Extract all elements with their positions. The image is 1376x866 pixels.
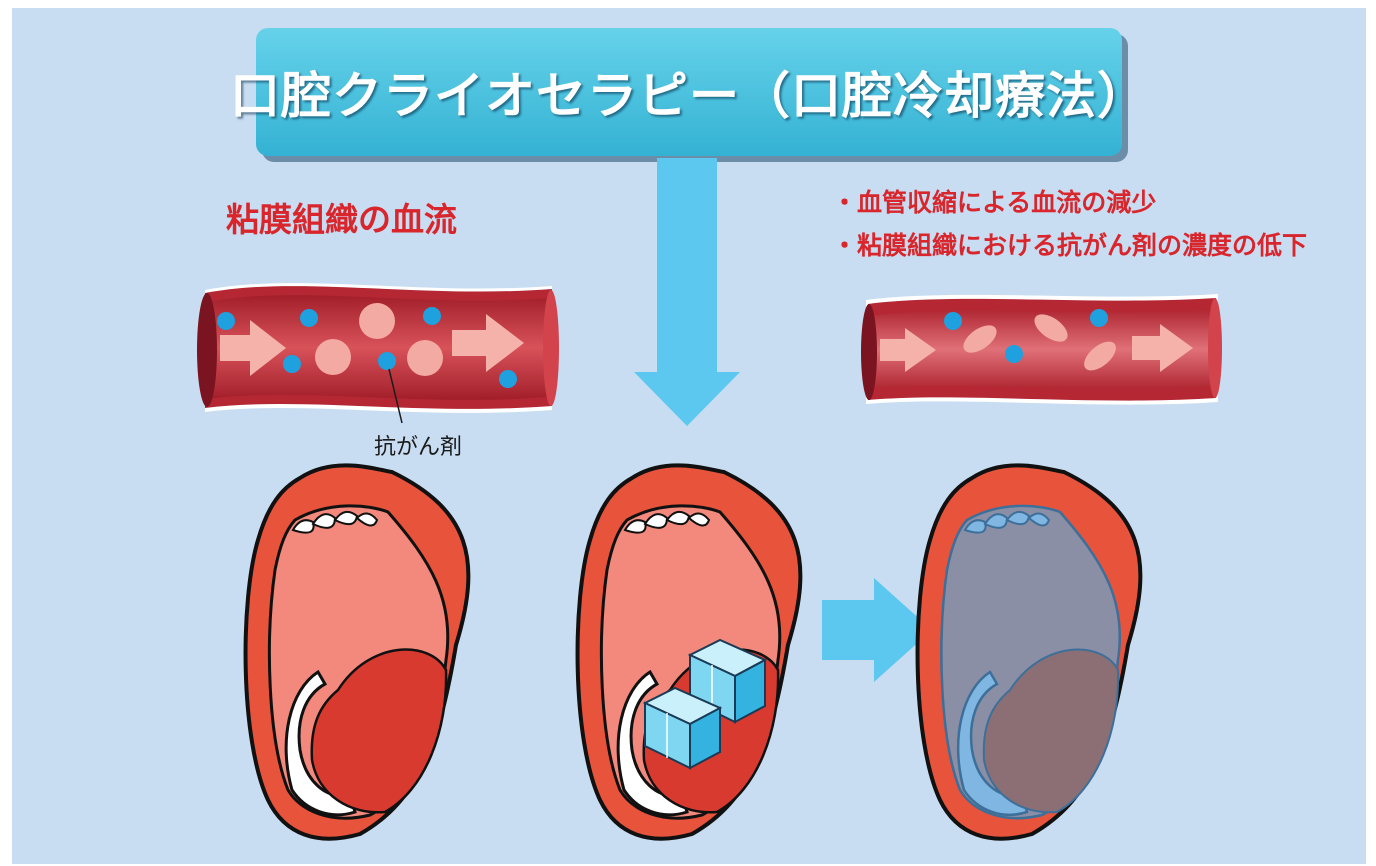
drug-label: 抗がん剤 xyxy=(374,429,462,461)
effect-item-drug-concentration: ・粘膜組織における抗がん剤の濃度の低下 xyxy=(832,226,1307,262)
diagram-title: 口腔クライオセラピー（口腔冷却療法） xyxy=(256,28,1122,156)
effect-item-vasoconstriction: ・血管収縮による血流の減少 xyxy=(832,183,1156,219)
blood-vessel-constricted-icon xyxy=(861,294,1222,405)
normal-blood-flow-label: 粘膜組織の血流 xyxy=(226,193,457,241)
blood-vessel-normal-icon xyxy=(197,283,559,423)
